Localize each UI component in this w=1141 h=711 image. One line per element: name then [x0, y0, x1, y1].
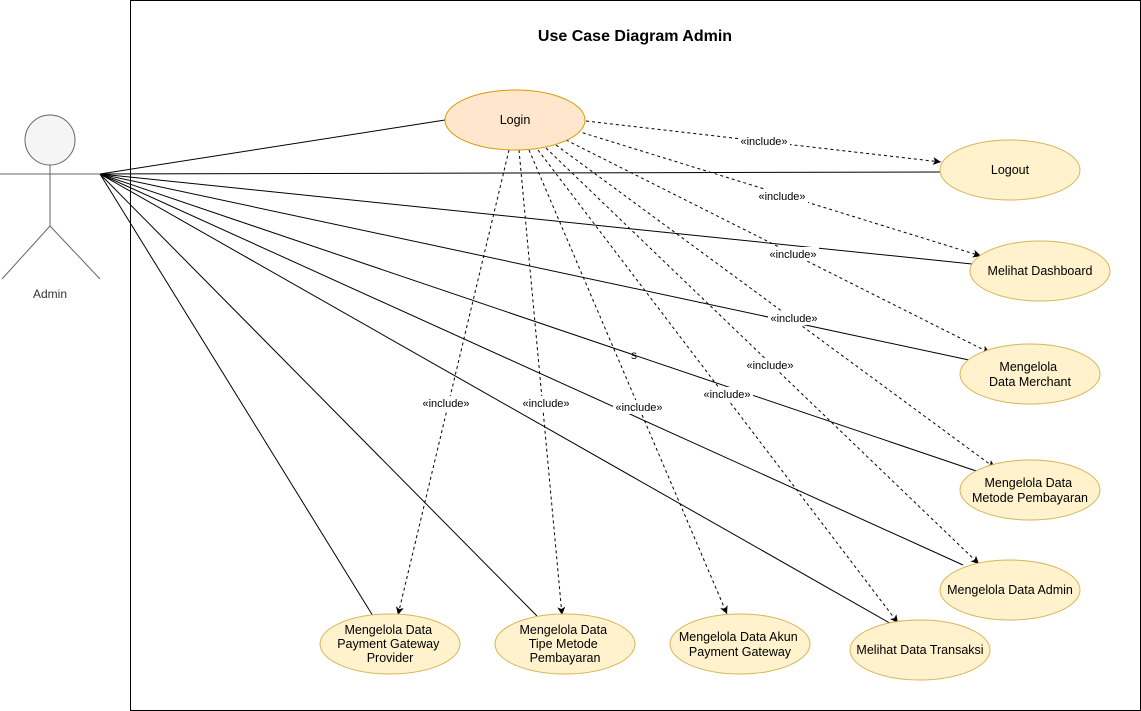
actor-head: [24, 114, 76, 166]
include-label-provider: «include»: [420, 396, 472, 410]
svg-text:Mengelola Data Metode: Mengelola Data Metode Pembayaran: [972, 476, 1088, 505]
svg-text:«include»: «include»: [615, 402, 662, 414]
svg-text:«include»: «include»: [770, 313, 817, 325]
svg-text:Mengelola Data Payment: Mengelola Data Payment Gateway Provider: [337, 623, 443, 665]
include-provider: [395, 149, 510, 616]
svg-text:Mengelola Data Admin: Mengelola Data Admin: [947, 583, 1073, 597]
usecase-mengelola-data-payment-gateway-provider[interactable]: Mengelola Data Payment Gateway Provider: [319, 613, 461, 675]
include-label-tipe: «include»: [520, 396, 572, 410]
svg-text:«include»: «include»: [422, 398, 469, 410]
include-admin: [545, 147, 980, 565]
actor-admin[interactable]: Admin: [0, 114, 101, 301]
include-metode: [555, 144, 996, 469]
usecase-melihat-dashboard[interactable]: Melihat Dashboard: [969, 240, 1111, 302]
svg-text:«include»: «include»: [703, 389, 750, 401]
assoc-metode: [99, 173, 989, 476]
assoc-transaksi: [99, 173, 896, 627]
svg-text:«include»: «include»: [746, 360, 793, 372]
svg-text:«include»: «include»: [769, 249, 816, 261]
assoc-dashboard: [99, 173, 973, 265]
associations: [99, 119, 989, 627]
usecase-logout[interactable]: Logout: [939, 139, 1081, 201]
include-label-dashboard: «include»: [756, 189, 808, 203]
assoc-login: [99, 119, 446, 175]
include-label-logout: «include»: [738, 134, 790, 148]
include-label-admin: «include»: [744, 358, 796, 372]
usecase-mengelola-data-admin[interactable]: Mengelola Data Admin: [939, 559, 1081, 621]
actor-right-leg: [49, 225, 101, 280]
usecase-mengelola-data-merchant[interactable]: Mengelola Data Merchant: [959, 343, 1101, 405]
include-label-merchant: «include»: [767, 247, 819, 261]
svg-text:Mengelola Data Merchan: Mengelola Data Merchant: [989, 360, 1072, 389]
svg-text:Mengelola Data Tipe Me: Mengelola Data Tipe Metode Pembayaran: [519, 623, 610, 665]
usecase-mengelola-data-metode-pembayaran[interactable]: Mengelola Data Metode Pembayaran: [959, 459, 1101, 521]
include-labels: «include» «include» «include» «include» …: [420, 134, 820, 414]
use-cases: Login Logout Melihat Dashboard Mengelola…: [319, 89, 1111, 681]
include-label-akun: «include»: [613, 400, 665, 414]
include-akun: [528, 149, 728, 615]
usecase-mengelola-data-tipe-metode-pembayaran[interactable]: Mengelola Data Tipe Metode Pembayaran: [494, 613, 636, 675]
actor-label: Admin: [33, 287, 67, 301]
assoc-merchant: [99, 173, 970, 361]
svg-text:«include»: «include»: [740, 136, 787, 148]
include-label-transaksi: «include»: [701, 387, 753, 401]
svg-text:Logout: Logout: [991, 163, 1030, 177]
include-merchant: [565, 139, 991, 354]
svg-text:«include»: «include»: [522, 398, 569, 410]
stray-text: s: [631, 348, 637, 362]
assoc-tipe: [99, 173, 538, 617]
actor-left-leg: [1, 225, 51, 280]
svg-text:Login: Login: [500, 113, 531, 127]
svg-text:Mengelola Data Akun Pa: Mengelola Data Akun Payment Gateway: [679, 630, 801, 659]
svg-text:Melihat Data Transaksi: Melihat Data Transaksi: [856, 643, 983, 657]
usecase-login[interactable]: Login: [444, 89, 586, 151]
usecase-mengelola-data-akun-payment-gateway[interactable]: Mengelola Data Akun Payment Gateway: [669, 613, 811, 675]
usecase-melihat-data-transaksi[interactable]: Melihat Data Transaksi: [849, 619, 991, 681]
assoc-logout: [99, 171, 941, 175]
include-label-metode: «include»: [768, 311, 820, 325]
assoc-admin: [99, 173, 964, 566]
assoc-provider: [99, 173, 374, 617]
diagram-title: Use Case Diagram Admin: [538, 28, 732, 45]
svg-text:Melihat Dashboard: Melihat Dashboard: [988, 264, 1093, 278]
svg-text:«include»: «include»: [758, 191, 805, 203]
